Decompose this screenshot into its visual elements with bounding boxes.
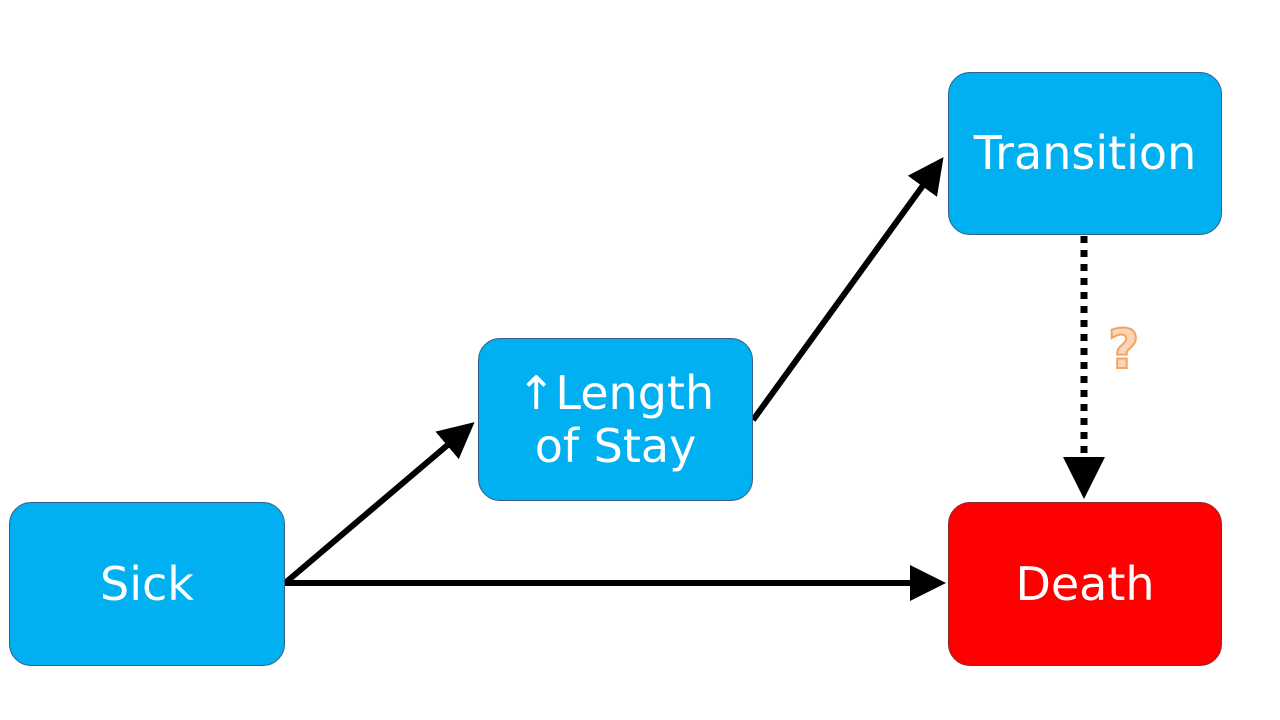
arrow-sick-to-length-of-stay [283,422,475,586]
node-death: Death [948,502,1222,666]
node-length-of-stay-line1: ↑Length [516,365,715,420]
node-sick: Sick [9,502,285,666]
node-death-label: Death [1015,556,1155,611]
node-sick-label: Sick [100,556,194,611]
node-transition-label: Transition [973,126,1197,181]
node-length-of-stay-line2: of Stay [534,418,697,473]
question-mark-annotation: ? [1107,317,1140,382]
node-transition: Transition [948,72,1222,235]
arrow-length-of-stay-to-transition [750,157,944,422]
node-length-of-stay: ↑Length of Stay [478,338,753,501]
